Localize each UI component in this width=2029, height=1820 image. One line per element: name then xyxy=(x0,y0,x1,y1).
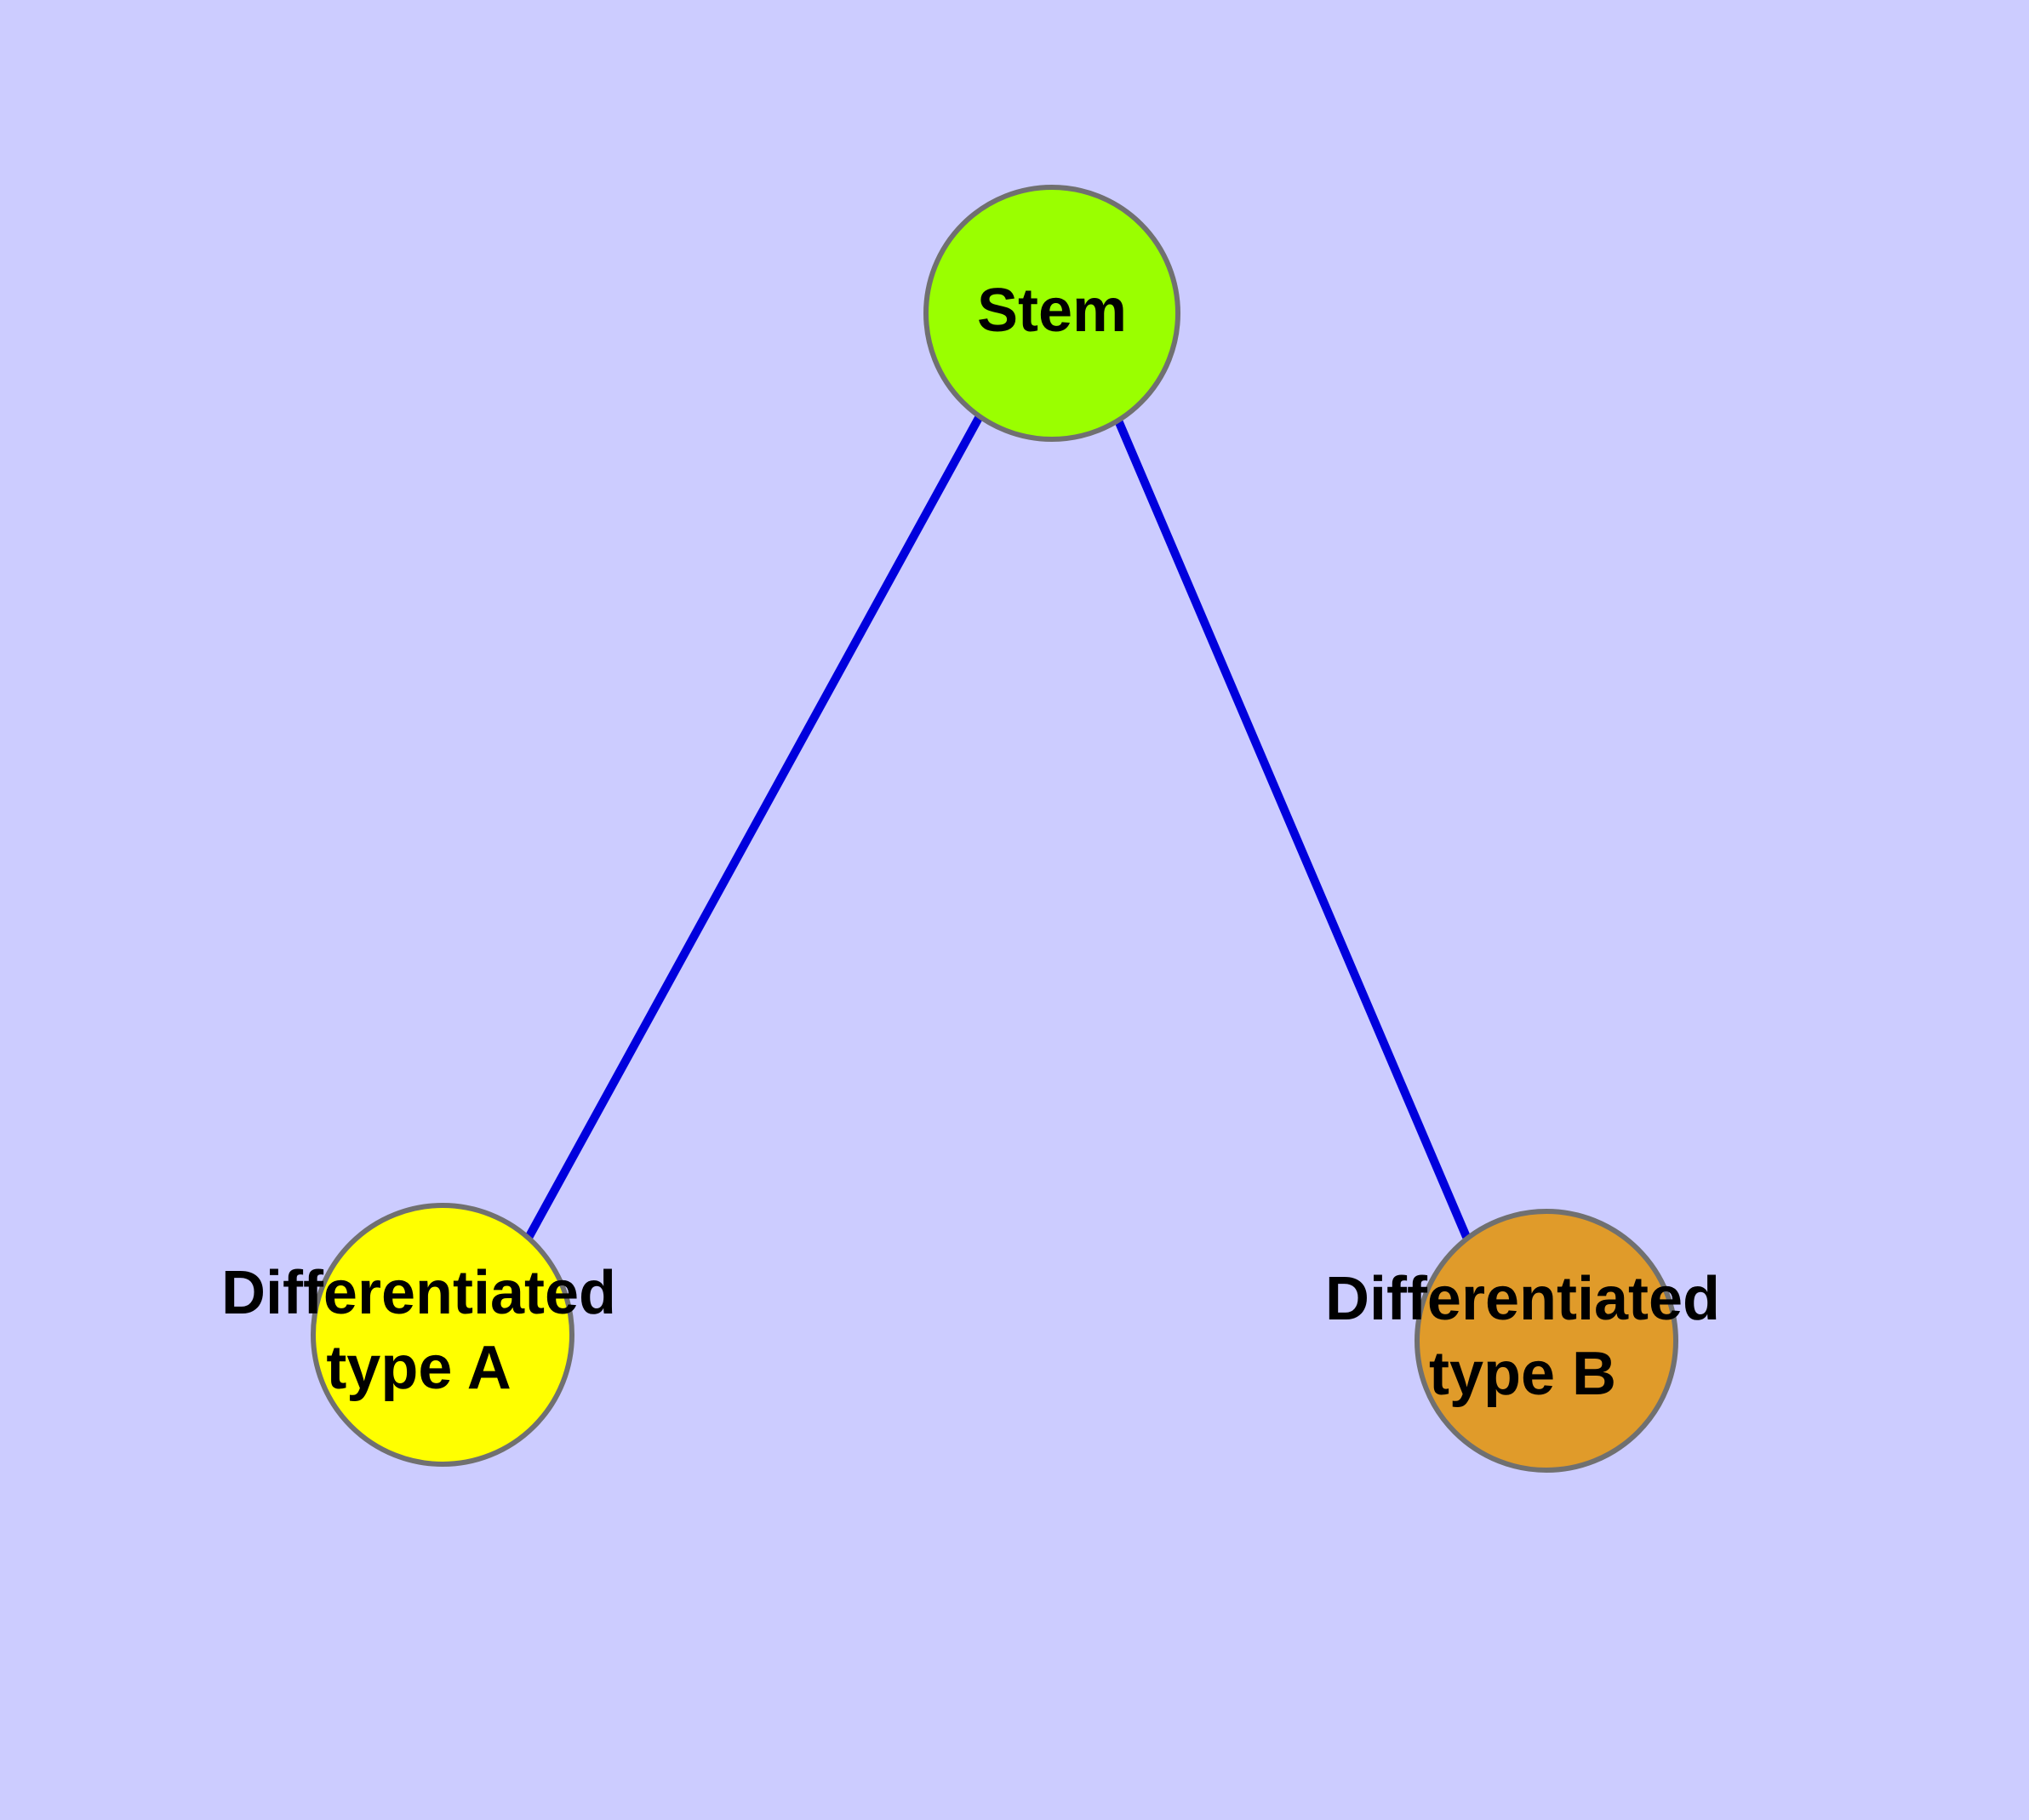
node-stem[interactable] xyxy=(923,185,1180,442)
node-differentiated-type-b-circle[interactable] xyxy=(1415,1209,1678,1473)
label-layer: Differentiated type A Differentiated type … xyxy=(221,277,1720,1408)
node-differentiated-type-b[interactable] xyxy=(1415,1209,1678,1473)
node-differentiated-type-b-label: Differentiated type B xyxy=(1325,1265,1720,1408)
node-stem-label: Stem xyxy=(977,277,1127,345)
label-line: Differentiated xyxy=(1325,1265,1720,1333)
node-differentiated-type-a[interactable] xyxy=(311,1203,574,1467)
node-stem-circle[interactable] xyxy=(923,185,1180,442)
label-line: Differentiated xyxy=(221,1259,616,1327)
label-line: type B xyxy=(1429,1340,1616,1408)
edge-layer xyxy=(520,414,1471,1248)
node-layer xyxy=(311,185,1678,1473)
label-line: Stem xyxy=(977,277,1127,345)
edge-stem-to-differentiated-type-a[interactable] xyxy=(520,414,984,1248)
edge-stem-to-differentiated-type-b[interactable] xyxy=(1114,419,1471,1239)
node-differentiated-type-a-label: Differentiated type A xyxy=(221,1259,616,1402)
node-differentiated-type-a-circle[interactable] xyxy=(311,1203,574,1467)
label-line: type A xyxy=(326,1334,511,1402)
